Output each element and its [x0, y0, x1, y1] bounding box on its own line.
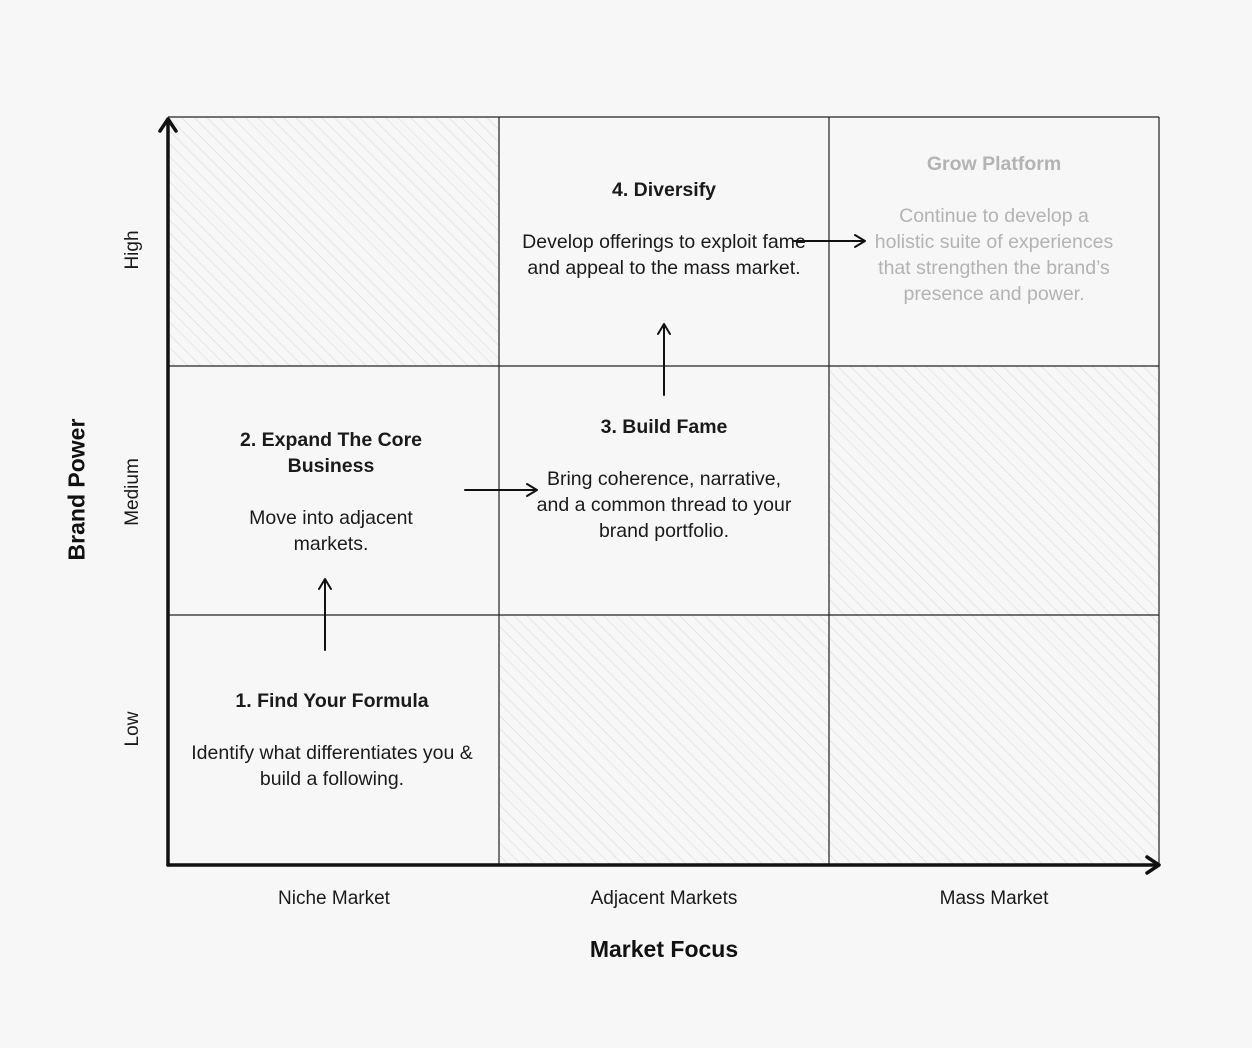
x-tick-mass-market: Mass Market	[939, 888, 1049, 909]
arrow-right-expand-to-fame	[464, 483, 538, 497]
cell-find-formula: 1. Find Your Formula Identify what diffe…	[184, 688, 480, 792]
cell-build-fame: 3. Build Fame Bring coherence, narrative…	[530, 414, 798, 544]
cell-build-fame-body: Bring coherence, narrative, and a common…	[536, 468, 792, 542]
hatched-cell-top-left	[168, 117, 499, 366]
cell-diversify-title: 4. Diversify	[611, 179, 717, 201]
hatched-cell-bottom-middle	[499, 615, 829, 865]
arrow-up-fame-to-diversify	[657, 323, 671, 396]
x-axis-line	[166, 855, 1161, 875]
cell-expand-core-title: 2. Expand The Core Business	[239, 429, 423, 477]
arrow-right-diversify-to-platform	[793, 234, 866, 248]
cell-find-formula-title: 1. Find Your Formula	[235, 690, 429, 712]
cell-diversify-body: Develop offerings to exploit fame and ap…	[522, 231, 806, 279]
x-axis-title: Market Focus	[589, 936, 739, 962]
cell-diversify: 4. Diversify Develop offerings to exploi…	[520, 177, 808, 281]
y-tick-low: Low	[122, 711, 143, 747]
y-axis-line	[158, 117, 178, 867]
arrow-up-formula-to-expand	[318, 578, 332, 651]
y-tick-medium: Medium	[122, 458, 143, 526]
y-tick-high: High	[122, 230, 143, 270]
x-tick-niche-market: Niche Market	[278, 888, 390, 909]
cell-grow-platform-body: Continue to develop a holistic suite of …	[874, 205, 1114, 305]
hatched-cell-middle-right	[829, 366, 1159, 615]
cell-expand-core-body: Move into adjacent markets.	[249, 507, 413, 555]
x-tick-adjacent-markets: Adjacent Markets	[590, 888, 738, 909]
cell-grow-platform: Grow Platform Continue to develop a holi…	[868, 151, 1120, 307]
cell-grow-platform-title: Grow Platform	[926, 153, 1062, 175]
cell-find-formula-body: Identify what differentiates you & build…	[191, 742, 473, 790]
hatched-cell-bottom-right	[829, 615, 1159, 865]
cell-expand-core: 2. Expand The Core Business Move into ad…	[232, 427, 430, 557]
y-axis-title: Brand Power	[63, 418, 90, 561]
cell-build-fame-title: 3. Build Fame	[600, 416, 728, 438]
